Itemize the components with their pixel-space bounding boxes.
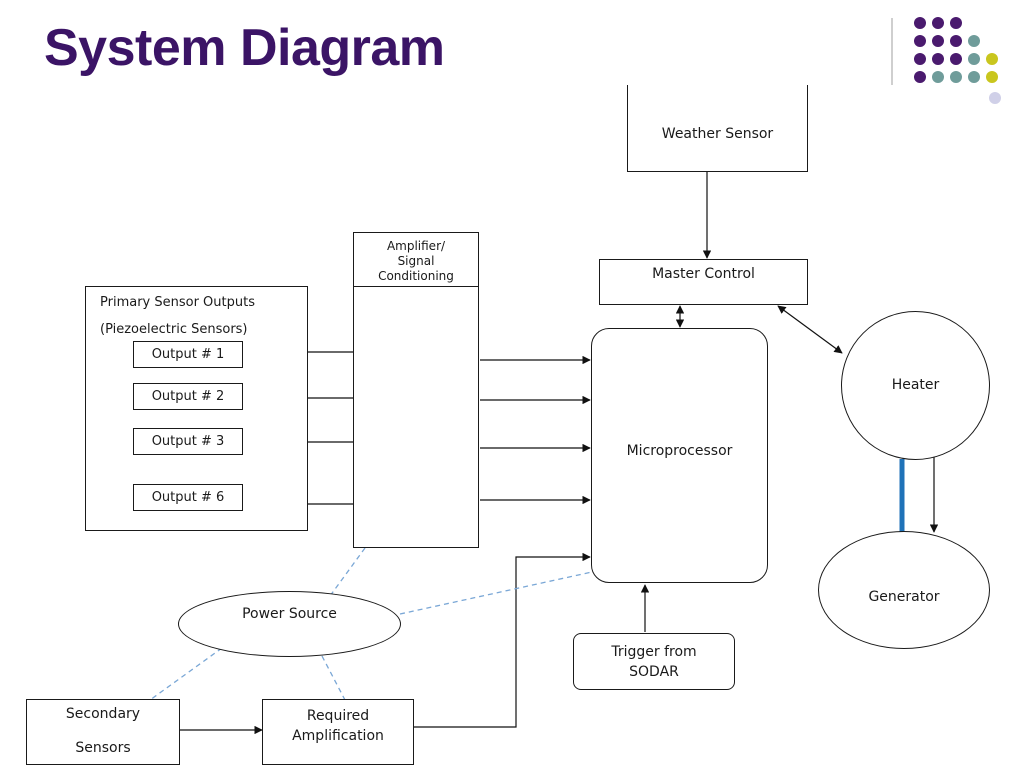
weather-sensor-box: Weather Sensor xyxy=(627,85,808,172)
secondary-label-line2: Sensors xyxy=(75,740,131,756)
power-to-amplifier-line xyxy=(329,547,366,597)
required-to-micro-arrow xyxy=(414,552,591,728)
output-1-label: Output # 1 xyxy=(151,347,225,362)
microprocessor-box: Microprocessor xyxy=(591,328,768,583)
output-3-box: Output # 3 xyxy=(133,428,243,455)
trigger-label-line1: Trigger from xyxy=(611,644,697,660)
required-label-line2: Amplification xyxy=(292,728,384,744)
required-label-line1: Required xyxy=(306,708,370,724)
decorative-dots-logo xyxy=(891,17,1001,104)
primary-label-line1: Primary Sensor Outputs xyxy=(100,295,255,310)
amplifier-label-line3: Conditioning xyxy=(378,269,454,283)
required-amplification-box: Required Amplification xyxy=(262,699,414,765)
generator-oval: Generator xyxy=(818,531,990,649)
output-2-box: Output # 2 xyxy=(133,383,243,410)
power-to-required-line xyxy=(321,655,346,701)
weather-sensor-label: Weather Sensor xyxy=(661,126,774,142)
trigger-sodar-box: Trigger from SODAR xyxy=(573,633,735,690)
power-source-oval: Power Source xyxy=(178,591,401,657)
power-to-micro-line xyxy=(399,571,593,615)
output-6-box: Output # 6 xyxy=(133,484,243,511)
amplifier-label-line1: Amplifier/ xyxy=(386,239,446,253)
output-6-label: Output # 6 xyxy=(151,490,225,505)
secondary-sensors-box: Secondary Sensors xyxy=(26,699,180,765)
power-source-label: Power Source xyxy=(242,606,337,622)
microprocessor-label: Microprocessor xyxy=(626,443,733,459)
power-to-secondary-line xyxy=(149,647,223,701)
amplifier-label-line2: Signal xyxy=(397,254,435,268)
primary-label-line2: (Piezoelectric Sensors) xyxy=(100,322,248,337)
slide-title: System Diagram xyxy=(44,19,445,77)
generator-label: Generator xyxy=(868,589,940,605)
output-1-box: Output # 1 xyxy=(133,341,243,368)
output-2-label: Output # 2 xyxy=(151,389,225,404)
heater-label: Heater xyxy=(891,377,940,393)
amplifier-header: Amplifier/ Signal Conditioning xyxy=(353,232,479,287)
master-control-label: Master Control xyxy=(652,266,755,282)
trigger-label-line2: SODAR xyxy=(629,664,679,680)
secondary-label-line1: Secondary xyxy=(65,706,141,722)
output-3-label: Output # 3 xyxy=(151,434,225,449)
master-control-box: Master Control xyxy=(599,259,808,305)
master-heater-arrow xyxy=(777,305,843,354)
heater-oval: Heater xyxy=(841,311,990,460)
